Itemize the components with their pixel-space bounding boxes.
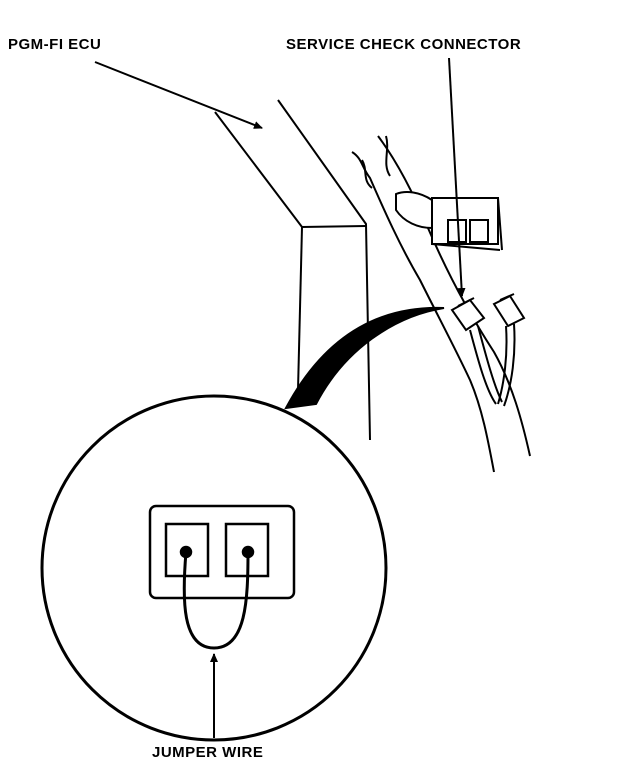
ecu-label: PGM-FI ECU bbox=[8, 36, 102, 53]
jumper-wire-label: JUMPER WIRE bbox=[152, 744, 264, 761]
ecu-unit bbox=[214, 99, 371, 441]
service-connector-pointer-arrow bbox=[448, 57, 466, 297]
service-check-connector-label: SERVICE CHECK CONNECTOR bbox=[286, 36, 522, 53]
service-check-connector bbox=[450, 293, 526, 407]
magnified-detail-circle bbox=[40, 394, 388, 742]
zoom-callout-wedge bbox=[284, 306, 445, 410]
ecu-pointer-arrow bbox=[94, 61, 263, 129]
upper-connector bbox=[395, 191, 503, 251]
jumper-wire bbox=[182, 551, 250, 650]
